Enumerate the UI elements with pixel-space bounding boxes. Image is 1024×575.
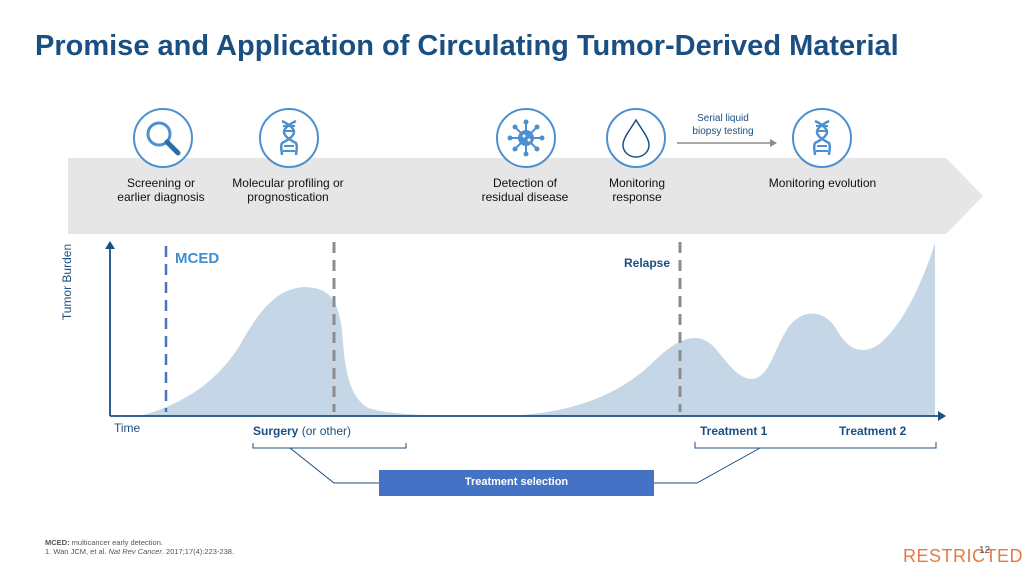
dna-icon <box>792 108 852 168</box>
surgery-connector <box>289 447 379 484</box>
surgery-bracket <box>252 443 407 449</box>
x-axis-arrowhead <box>938 411 946 421</box>
serial-arrow-head <box>770 139 777 147</box>
magnifier-icon <box>133 108 193 168</box>
y-axis-arrowhead <box>105 241 115 249</box>
footnote-abbreviation: MCED: multicancer early detection. <box>45 538 163 547</box>
droplet-icon <box>606 108 666 168</box>
treatment-1-label: Treatment 1 <box>700 424 768 438</box>
tumor-burden-area <box>140 243 935 416</box>
page-number: 12 <box>979 545 991 556</box>
surgery-label: Surgery (or other) <box>253 424 352 438</box>
dna-icon <box>259 108 319 168</box>
x-axis-label: Time <box>114 421 141 435</box>
treatment-connector <box>654 447 761 484</box>
mced-label: MCED <box>175 250 220 267</box>
treatment-selection-box: Treatment selection <box>379 470 654 496</box>
treatment-2-label: Treatment 2 <box>839 424 907 438</box>
timeline-banner <box>68 158 983 234</box>
relapse-label: Relapse <box>624 256 671 270</box>
virus-cell-icon <box>496 108 556 168</box>
y-axis-label: Tumor Burden <box>60 243 74 321</box>
page-title: Promise and Application of Circulating T… <box>35 30 899 62</box>
treatment-bracket <box>694 442 937 449</box>
footnote-reference: 1. Wan JCM, et al. Nat Rev Cancer. 2017;… <box>45 547 234 556</box>
stage-label-evolution: Monitoring evolution <box>768 176 877 190</box>
restricted-label: RESTRICTED <box>903 546 1024 566</box>
